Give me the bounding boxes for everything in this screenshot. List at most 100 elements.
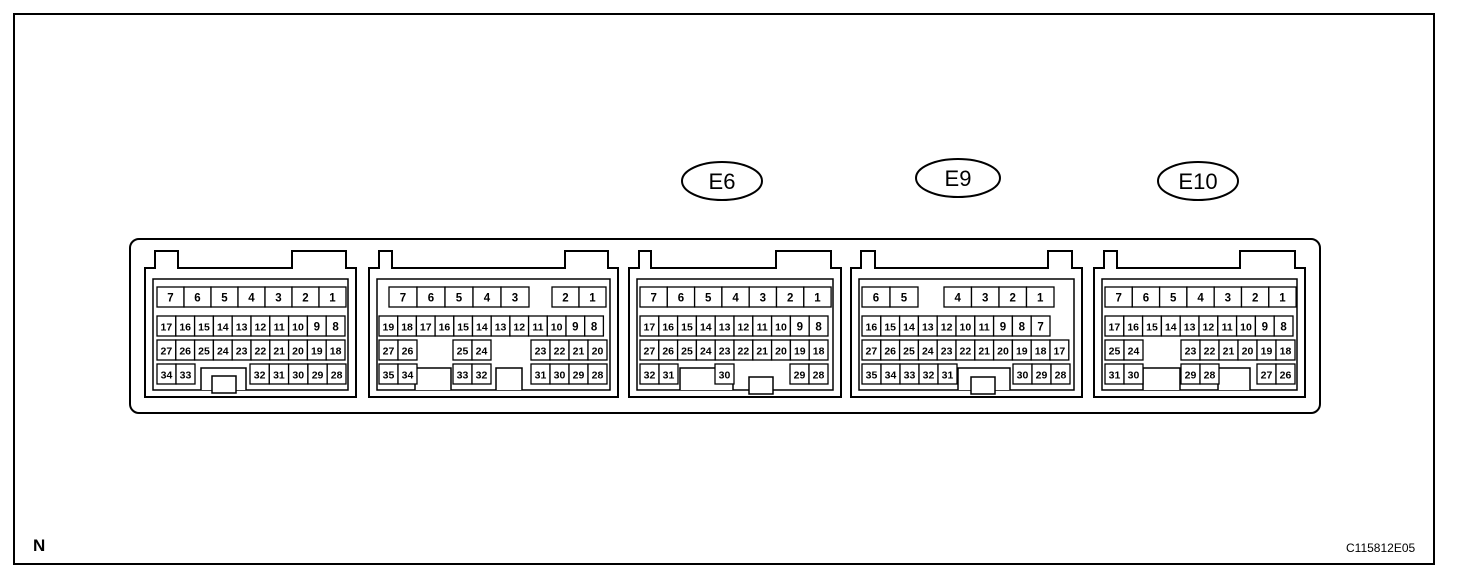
pin-number: 1	[329, 293, 336, 305]
pin-number: 21	[273, 346, 285, 358]
pin-number: 21	[756, 346, 768, 358]
pin-number: 22	[1204, 346, 1216, 358]
pin-number: 8	[1280, 322, 1287, 334]
pin-number: 16	[662, 322, 674, 334]
pin-cell	[1123, 339, 1144, 361]
pin-number: 12	[941, 322, 953, 334]
pin-number: 5	[221, 293, 228, 305]
pin-number: 2	[1010, 293, 1016, 305]
pin-number: 32	[923, 370, 935, 382]
pin-number: 14	[217, 322, 229, 334]
pin-number: 17	[1054, 346, 1066, 358]
pin-cell	[587, 339, 608, 361]
pin-number: 15	[457, 322, 469, 334]
pin-cell	[1275, 363, 1296, 385]
pin-number: 19	[383, 322, 395, 334]
pin-number: 31	[1109, 370, 1121, 382]
pin-number: 5	[1170, 293, 1177, 305]
pin-cell	[808, 363, 829, 385]
pin-number: 6	[678, 293, 684, 305]
pin-number: 20	[1242, 346, 1254, 358]
pin-number: 25	[903, 346, 915, 358]
pin-number: 19	[1016, 346, 1028, 358]
pin-number: 34	[885, 370, 897, 382]
pin-number: 7	[167, 293, 173, 305]
pin-number: 11	[757, 322, 768, 334]
pin-number: 3	[275, 293, 281, 305]
pin-number: 9	[1000, 322, 1006, 334]
pin-number: 15	[198, 322, 210, 334]
pin-number: 30	[554, 370, 566, 382]
pin-number: 18	[401, 322, 413, 334]
pin-number: 28	[1055, 370, 1067, 382]
pin-number: 1	[814, 293, 821, 305]
pin-cell	[587, 363, 608, 385]
pin-number: 27	[644, 346, 656, 358]
pin-cell	[1030, 315, 1051, 337]
pin-cell	[1049, 339, 1070, 361]
ecu-body-outline	[129, 238, 1321, 414]
pin-number: 8	[1019, 322, 1026, 334]
pin-number: 35	[383, 370, 395, 382]
pin-number: 21	[1223, 346, 1235, 358]
pin-number: 2	[302, 293, 308, 305]
pin-number: 13	[719, 322, 731, 334]
pin-number: 24	[922, 346, 934, 358]
socket-square	[748, 376, 774, 395]
pin-number: 9	[572, 322, 578, 334]
pin-number: 18	[813, 346, 825, 358]
pin-number: 1	[589, 293, 596, 305]
pin-frame	[152, 278, 349, 391]
pin-number: 30	[292, 370, 304, 382]
pin-cell	[808, 315, 829, 337]
pin-cell	[714, 363, 735, 385]
pin-number: 31	[942, 370, 954, 382]
pin-number: 14	[1165, 322, 1177, 334]
pin-number: 28	[813, 370, 825, 382]
pin-number: 13	[495, 322, 507, 334]
pin-number: 10	[960, 322, 972, 334]
lock-tab	[1142, 367, 1181, 390]
pin-cell	[325, 315, 346, 337]
pin-number: 18	[1035, 346, 1047, 358]
pin-number: 2	[562, 293, 568, 305]
socket-square	[970, 376, 996, 395]
pin-number: 26	[662, 346, 674, 358]
pin-number: 34	[161, 370, 173, 382]
pin-number: 19	[311, 346, 323, 358]
pin-number: 5	[901, 293, 908, 305]
pin-cell	[397, 339, 418, 361]
pin-number: 1	[1279, 293, 1286, 305]
pin-number: 16	[439, 322, 451, 334]
pin-number: 8	[332, 322, 339, 334]
pin-number: 32	[644, 370, 656, 382]
pin-cell	[808, 339, 829, 361]
pin-cell	[1025, 286, 1055, 308]
pin-number: 2	[1252, 293, 1258, 305]
pin-number: 9	[797, 322, 803, 334]
pin-number: 20	[592, 346, 604, 358]
pin-number: 6	[1143, 293, 1149, 305]
pin-number: 6	[428, 293, 434, 305]
pin-number: 23	[236, 346, 248, 358]
pin-number: 15	[1146, 322, 1158, 334]
pin-number: 15	[681, 322, 693, 334]
pin-number: 33	[457, 370, 469, 382]
connector-label-ellipse	[1157, 161, 1239, 201]
pin-number: 17	[420, 322, 432, 334]
pin-number: 5	[456, 293, 463, 305]
pin-number: 23	[941, 346, 953, 358]
pin-number: 11	[532, 322, 543, 334]
pin-number: 8	[815, 322, 822, 334]
pin-number: 9	[314, 322, 320, 334]
figure-id: C115812E05	[1346, 541, 1416, 555]
connector-housing	[850, 250, 1083, 398]
pin-number: 24	[700, 346, 712, 358]
pin-number: 4	[484, 293, 491, 305]
pin-cell	[1199, 363, 1220, 385]
pin-number: 9	[1262, 322, 1268, 334]
pin-number: 28	[1204, 370, 1216, 382]
pin-number: 34	[402, 370, 414, 382]
pin-cell	[658, 363, 679, 385]
